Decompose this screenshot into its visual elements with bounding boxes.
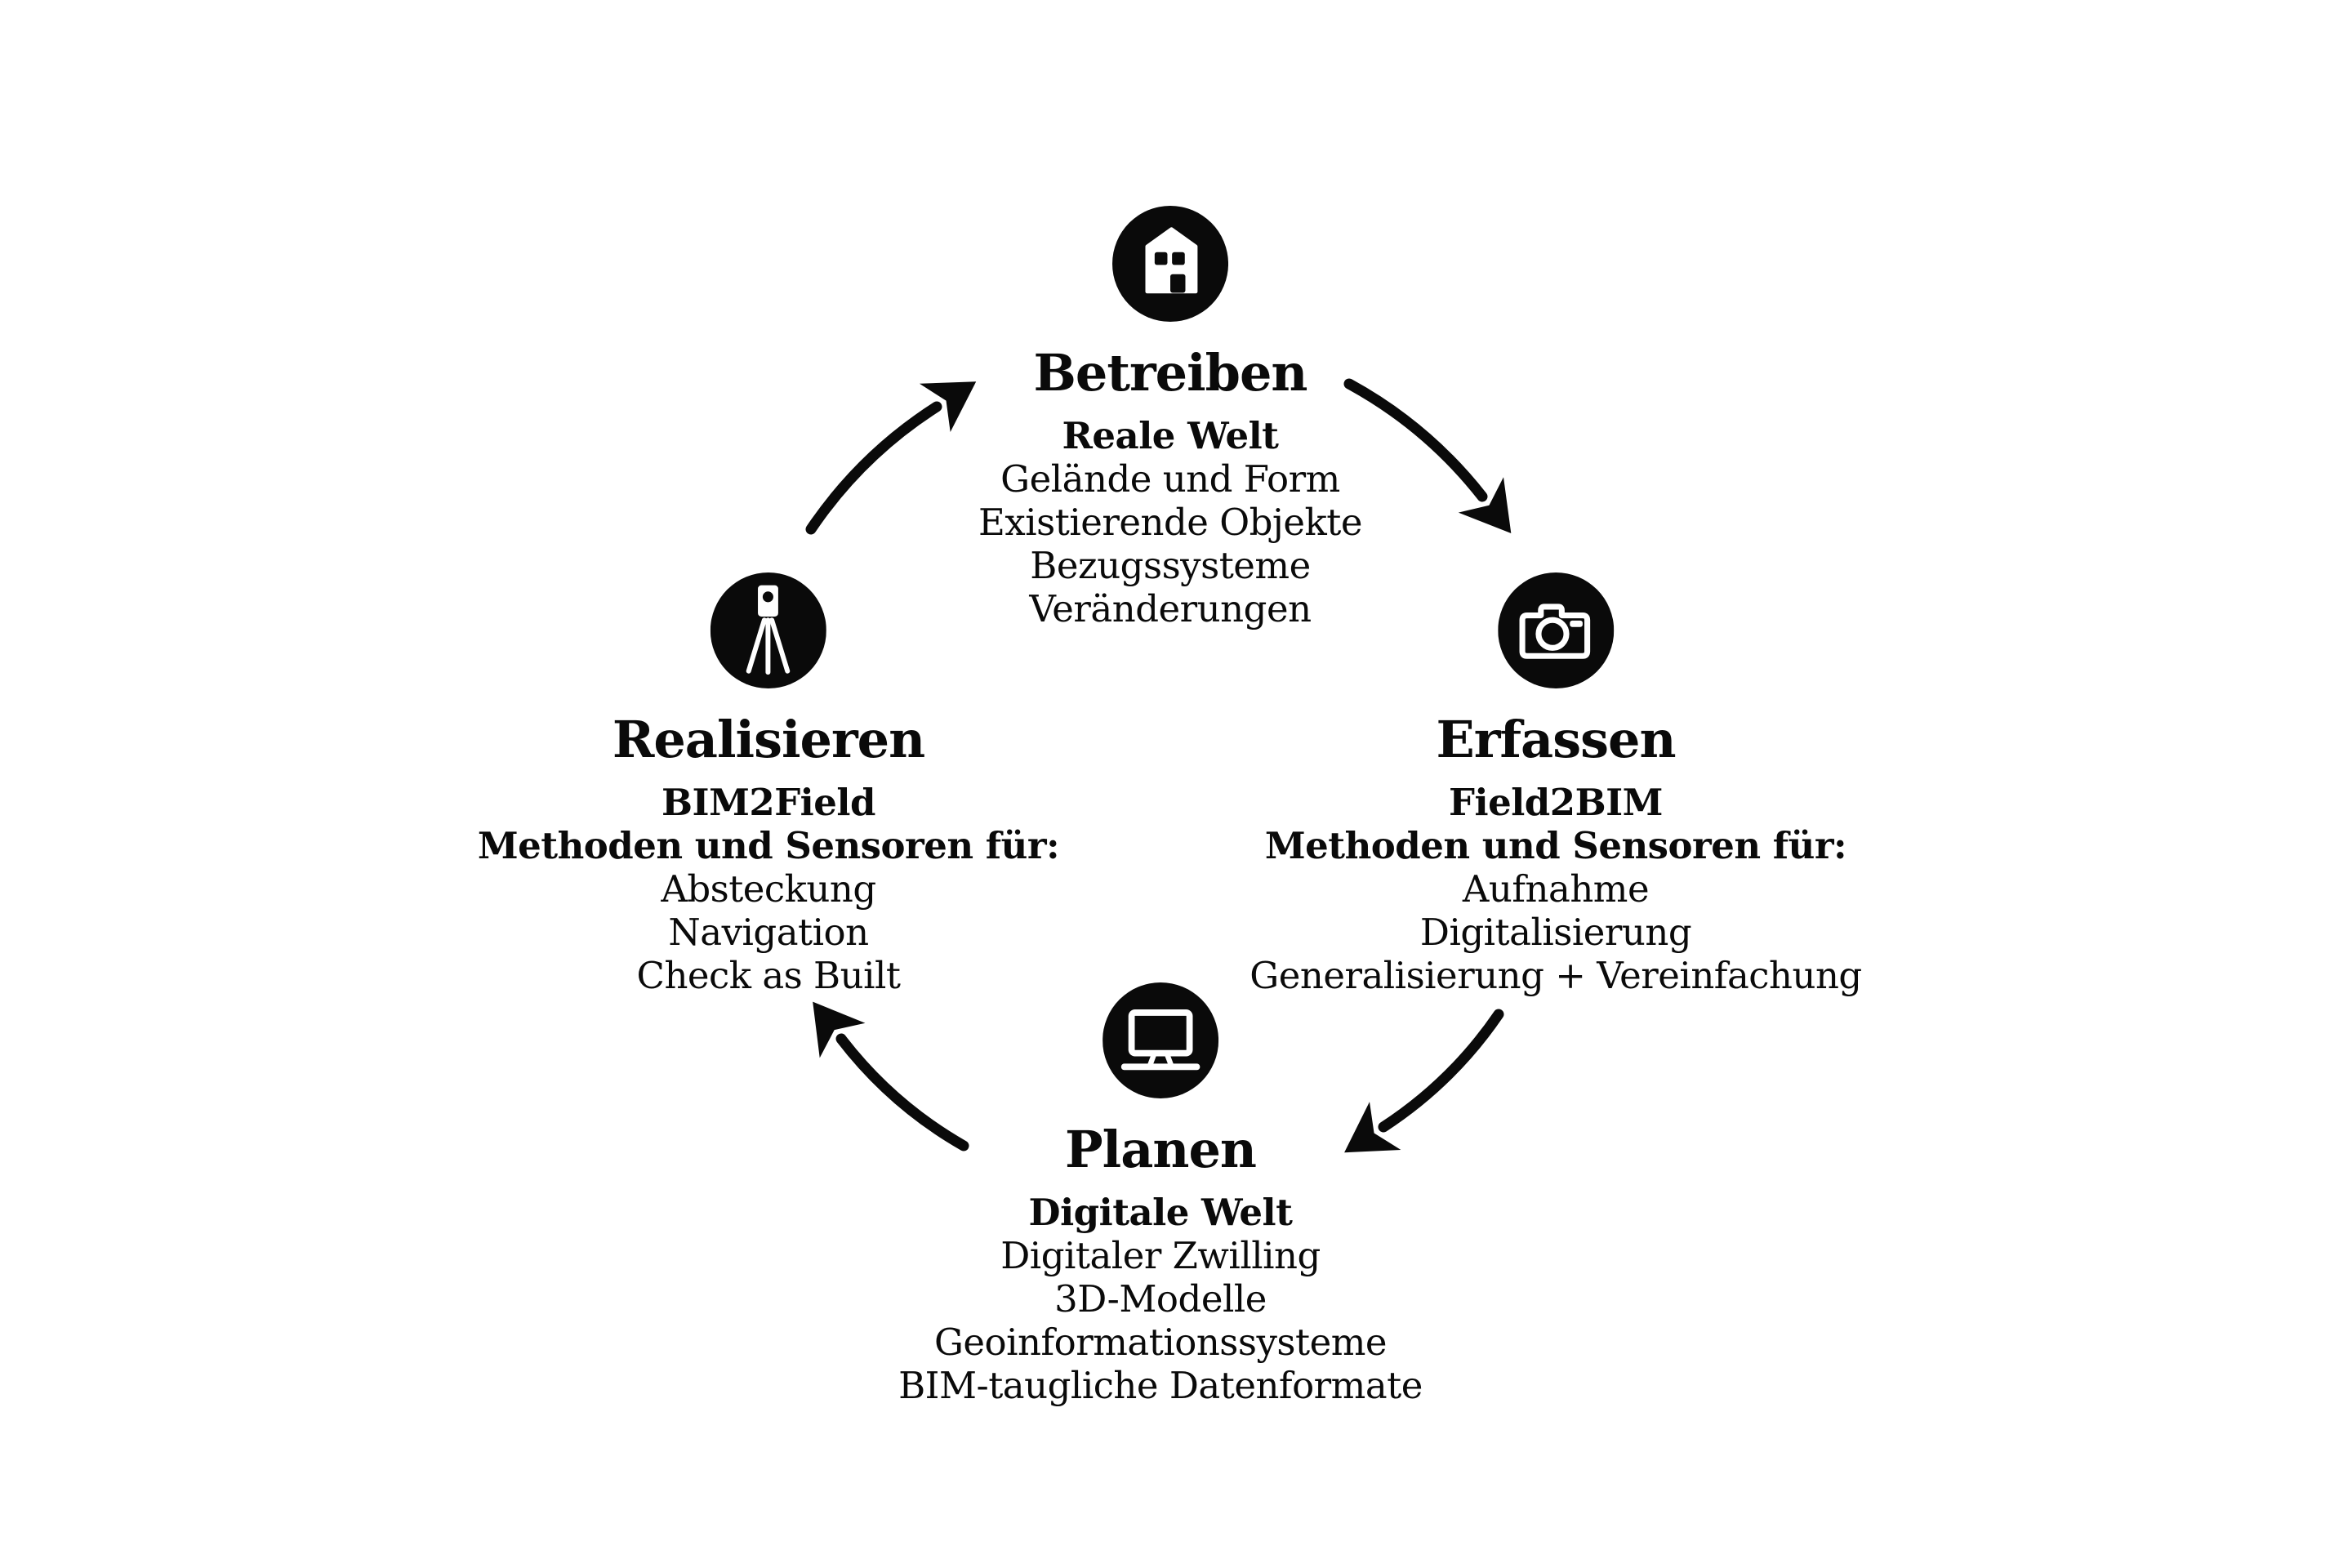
arrow-betreiben-to-erfassen [1343, 378, 1512, 533]
node-item: Bezugssysteme [1030, 544, 1311, 587]
node-text-betreiben: Reale Welt Gelände und Form Existierende… [978, 414, 1362, 630]
node-erfassen: Erfassen Field2BIM Methoden und Sensoren… [1250, 572, 1862, 997]
node-subtitle: Digitale Welt [1028, 1191, 1293, 1234]
node-subtitle: Methoden und Sensoren für: [1264, 824, 1847, 867]
node-betreiben: Betreiben Reale Welt Gelände und Form Ex… [978, 206, 1362, 630]
node-item: Check as Built [636, 954, 901, 997]
arrow-planen-to-realisieren [813, 1001, 969, 1152]
node-text-erfassen: Field2BIM Methoden und Sensoren für: Auf… [1250, 781, 1862, 997]
camera-icon [1497, 572, 1614, 688]
monitor-icon [1102, 982, 1218, 1098]
node-item: 3D-Modelle [1054, 1277, 1267, 1321]
node-item: Veränderungen [1029, 587, 1312, 630]
node-item: Gelände und Form [1000, 457, 1340, 501]
node-realisieren: Realisieren BIM2Field Methoden und Senso… [477, 572, 1060, 997]
node-subtitle: BIM2Field [662, 781, 875, 824]
node-subtitle: Methoden und Sensoren für: [477, 824, 1060, 867]
node-item: Digitalisierung [1419, 911, 1692, 954]
arrow-erfassen-to-planen [1344, 1009, 1504, 1153]
node-item: Existierende Objekte [978, 501, 1362, 544]
node-item: Aufnahme [1462, 867, 1650, 911]
node-subtitle: Reale Welt [1062, 414, 1279, 457]
node-text-planen: Digitale Welt Digitaler Zwilling 3D-Mode… [898, 1191, 1423, 1407]
node-text-realisieren: BIM2Field Methoden und Sensoren für: Abs… [477, 781, 1060, 997]
node-item: Navigation [668, 911, 869, 954]
node-title-realisieren: Realisieren [612, 710, 925, 769]
node-title-betreiben: Betreiben [1033, 343, 1307, 403]
house-icon [1111, 206, 1228, 322]
arrow-realisieren-to-betreiben [805, 381, 977, 535]
node-title-planen: Planen [1065, 1120, 1257, 1179]
node-title-erfassen: Erfassen [1436, 710, 1676, 769]
node-planen: Planen Digitale Welt Digitaler Zwilling … [898, 982, 1423, 1407]
node-item: BIM-taugliche Datenformate [898, 1364, 1423, 1407]
total-station-icon [710, 572, 826, 688]
node-item: Generalisierung + Vereinfachung [1250, 954, 1862, 997]
node-item: Digitaler Zwilling [1000, 1234, 1321, 1277]
node-subtitle: Field2BIM [1449, 781, 1663, 824]
node-item: Geoinformationssysteme [933, 1321, 1388, 1364]
node-item: Absteckung [661, 867, 876, 911]
